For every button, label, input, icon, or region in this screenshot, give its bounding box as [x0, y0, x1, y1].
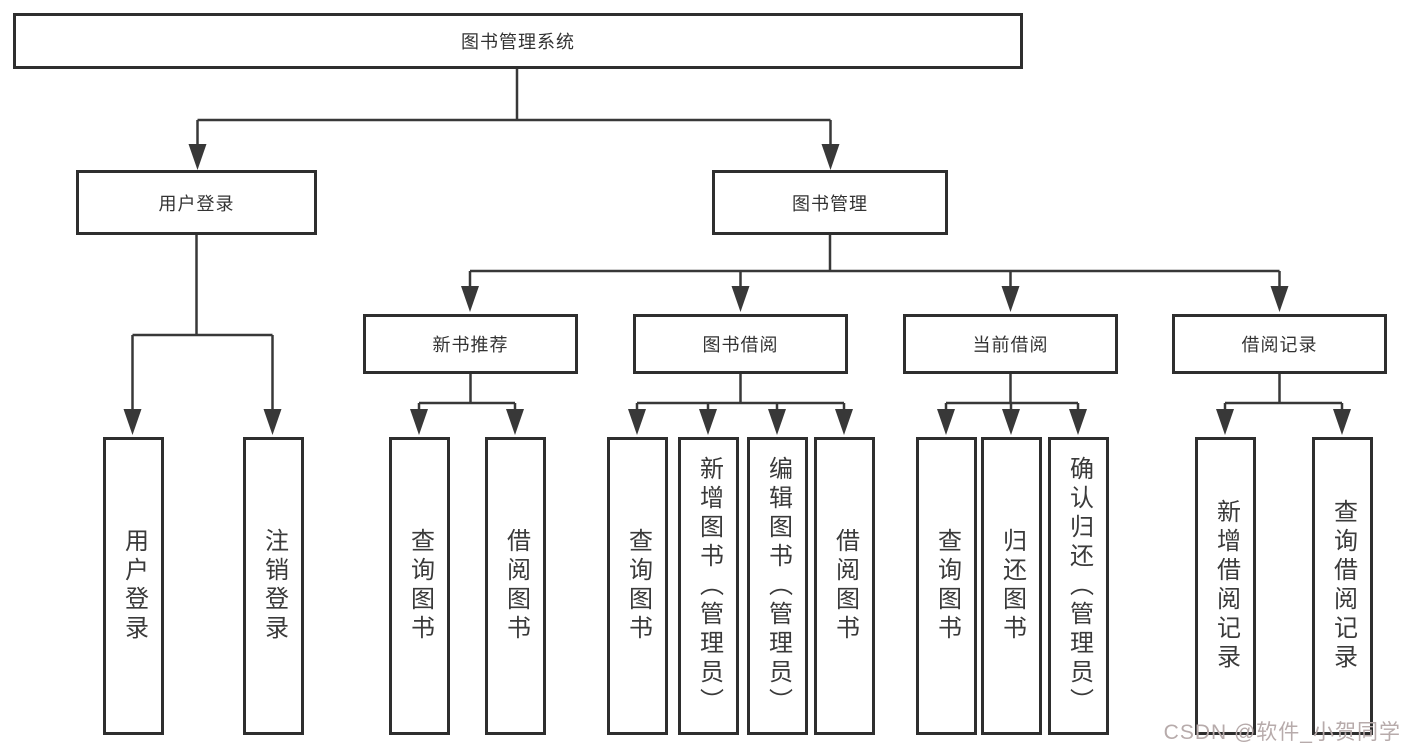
leaf-logout: 注销登录 — [243, 437, 304, 735]
leaf-borrow-edit-books-admin: 编辑图书（管理员） — [747, 437, 808, 735]
node-library-system: 图书管理系统 — [13, 13, 1023, 69]
connector-book-management — [468, 234, 1281, 300]
leaf-records-add-record-label: 新增借阅记录 — [1212, 499, 1240, 673]
connector-borrowing-records — [1223, 373, 1344, 423]
leaf-records-query-record: 查询借阅记录 — [1312, 437, 1373, 735]
leaf-rec-query-books-label: 查询图书 — [406, 528, 434, 644]
leaf-current-confirm-return-admin: 确认归还（管理员） — [1048, 437, 1109, 735]
node-new-book-recommend: 新书推荐 — [363, 314, 578, 374]
leaf-user-login: 用户登录 — [103, 437, 164, 735]
leaf-borrow-edit-books-admin-label: 编辑图书（管理员） — [764, 455, 792, 717]
leaf-records-add-record: 新增借阅记录 — [1195, 437, 1256, 735]
node-new-book-recommend-label: 新书推荐 — [432, 335, 509, 355]
leaf-current-query-books: 查询图书 — [916, 437, 977, 735]
leaf-current-return-books-label: 归还图书 — [998, 528, 1026, 644]
leaf-borrow-query-books-label: 查询图书 — [624, 528, 652, 644]
csdn-watermark: CSDN @软件_小贺同学 — [1163, 721, 1401, 744]
node-book-management: 图书管理 — [712, 170, 948, 235]
leaf-logout-label: 注销登录 — [260, 528, 288, 644]
leaf-rec-borrow-books: 借阅图书 — [485, 437, 546, 735]
node-user-login-label: 用户登录 — [158, 193, 235, 214]
node-user-login: 用户登录 — [76, 170, 317, 235]
node-book-borrowing-label: 图书借阅 — [702, 335, 779, 355]
leaf-current-confirm-return-admin-label: 确认归还（管理员） — [1065, 455, 1093, 717]
leaf-borrow-borrow-books: 借阅图书 — [814, 437, 875, 735]
leaf-current-return-books: 归还图书 — [981, 437, 1042, 735]
leaf-current-query-books-label: 查询图书 — [933, 528, 961, 644]
connector-root — [196, 69, 832, 158]
leaf-rec-borrow-books-label: 借阅图书 — [502, 528, 530, 644]
leaf-records-query-record-label: 查询借阅记录 — [1329, 499, 1357, 673]
leaf-borrow-borrow-books-label: 借阅图书 — [831, 528, 859, 644]
leaf-rec-query-books: 查询图书 — [389, 437, 450, 735]
leaf-borrow-add-books-admin-label: 新增图书（管理员） — [695, 455, 723, 717]
leaf-borrow-query-books: 查询图书 — [607, 437, 668, 735]
node-borrowing-records: 借阅记录 — [1172, 314, 1387, 374]
node-book-borrowing: 图书借阅 — [633, 314, 848, 374]
node-current-borrowing-label: 当前借阅 — [972, 335, 1049, 355]
leaf-user-login-label: 用户登录 — [120, 528, 148, 644]
node-current-borrowing: 当前借阅 — [903, 314, 1118, 374]
connector-user-login — [131, 234, 274, 423]
node-borrowing-records-label: 借阅记录 — [1241, 335, 1318, 355]
node-library-system-label: 图书管理系统 — [461, 32, 575, 52]
node-book-management-label: 图书管理 — [792, 193, 868, 214]
connector-book-borrowing — [635, 373, 846, 423]
leaf-borrow-add-books-admin: 新增图书（管理员） — [678, 437, 739, 735]
connector-new-book-rec — [417, 373, 517, 423]
